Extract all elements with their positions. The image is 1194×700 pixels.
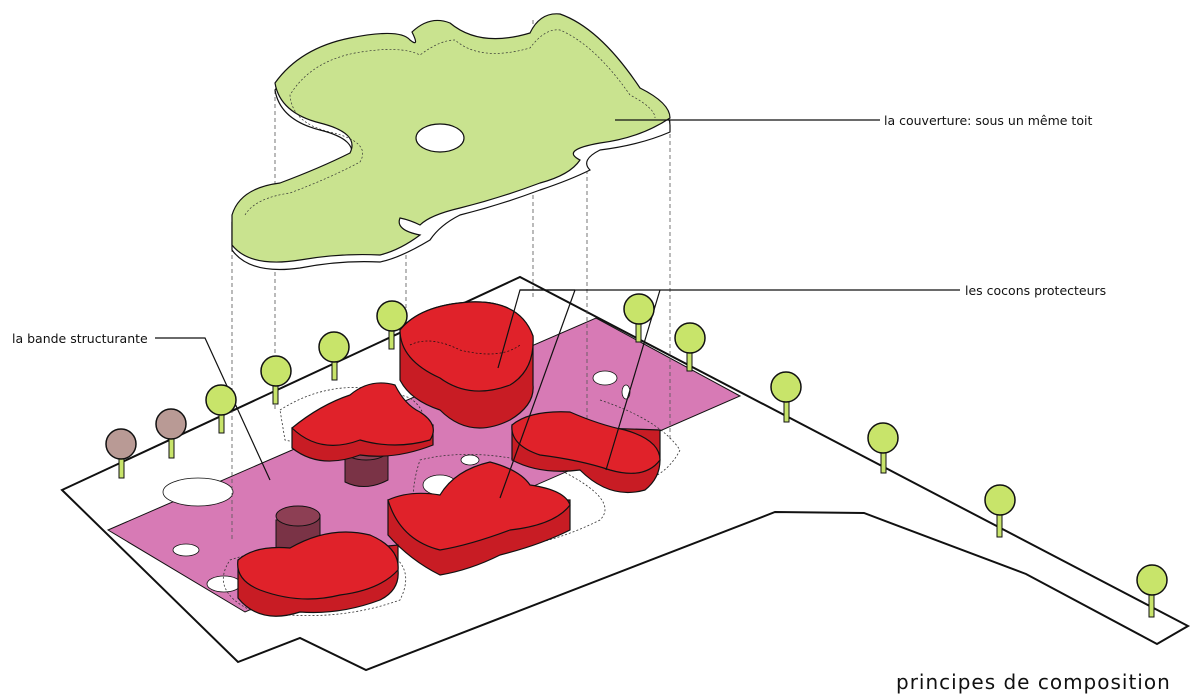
tree-icon bbox=[623, 293, 655, 343]
roof bbox=[231, 13, 671, 271]
band-openings bbox=[162, 370, 631, 593]
tree-icon bbox=[984, 484, 1016, 538]
red-cocoons bbox=[237, 301, 661, 617]
label-cocoons: les cocons protecteurs bbox=[965, 283, 1107, 298]
tree-icon bbox=[318, 331, 350, 381]
roof-opening bbox=[415, 123, 465, 153]
label-band: la bande structurante bbox=[12, 331, 148, 346]
tree-icon bbox=[674, 322, 706, 372]
tree-icon bbox=[105, 428, 137, 479]
diagram-title: principes de composition bbox=[896, 670, 1171, 694]
tree-icon bbox=[155, 408, 187, 459]
tree-icon bbox=[376, 300, 408, 350]
tree-icon bbox=[1136, 564, 1168, 618]
tree-icon bbox=[260, 355, 292, 405]
tree-icon bbox=[867, 422, 899, 474]
leader-lines bbox=[155, 119, 960, 499]
label-roof: la couverture: sous un même toit bbox=[884, 113, 1093, 128]
tree-icon bbox=[205, 384, 237, 434]
tree-icon bbox=[770, 371, 802, 423]
